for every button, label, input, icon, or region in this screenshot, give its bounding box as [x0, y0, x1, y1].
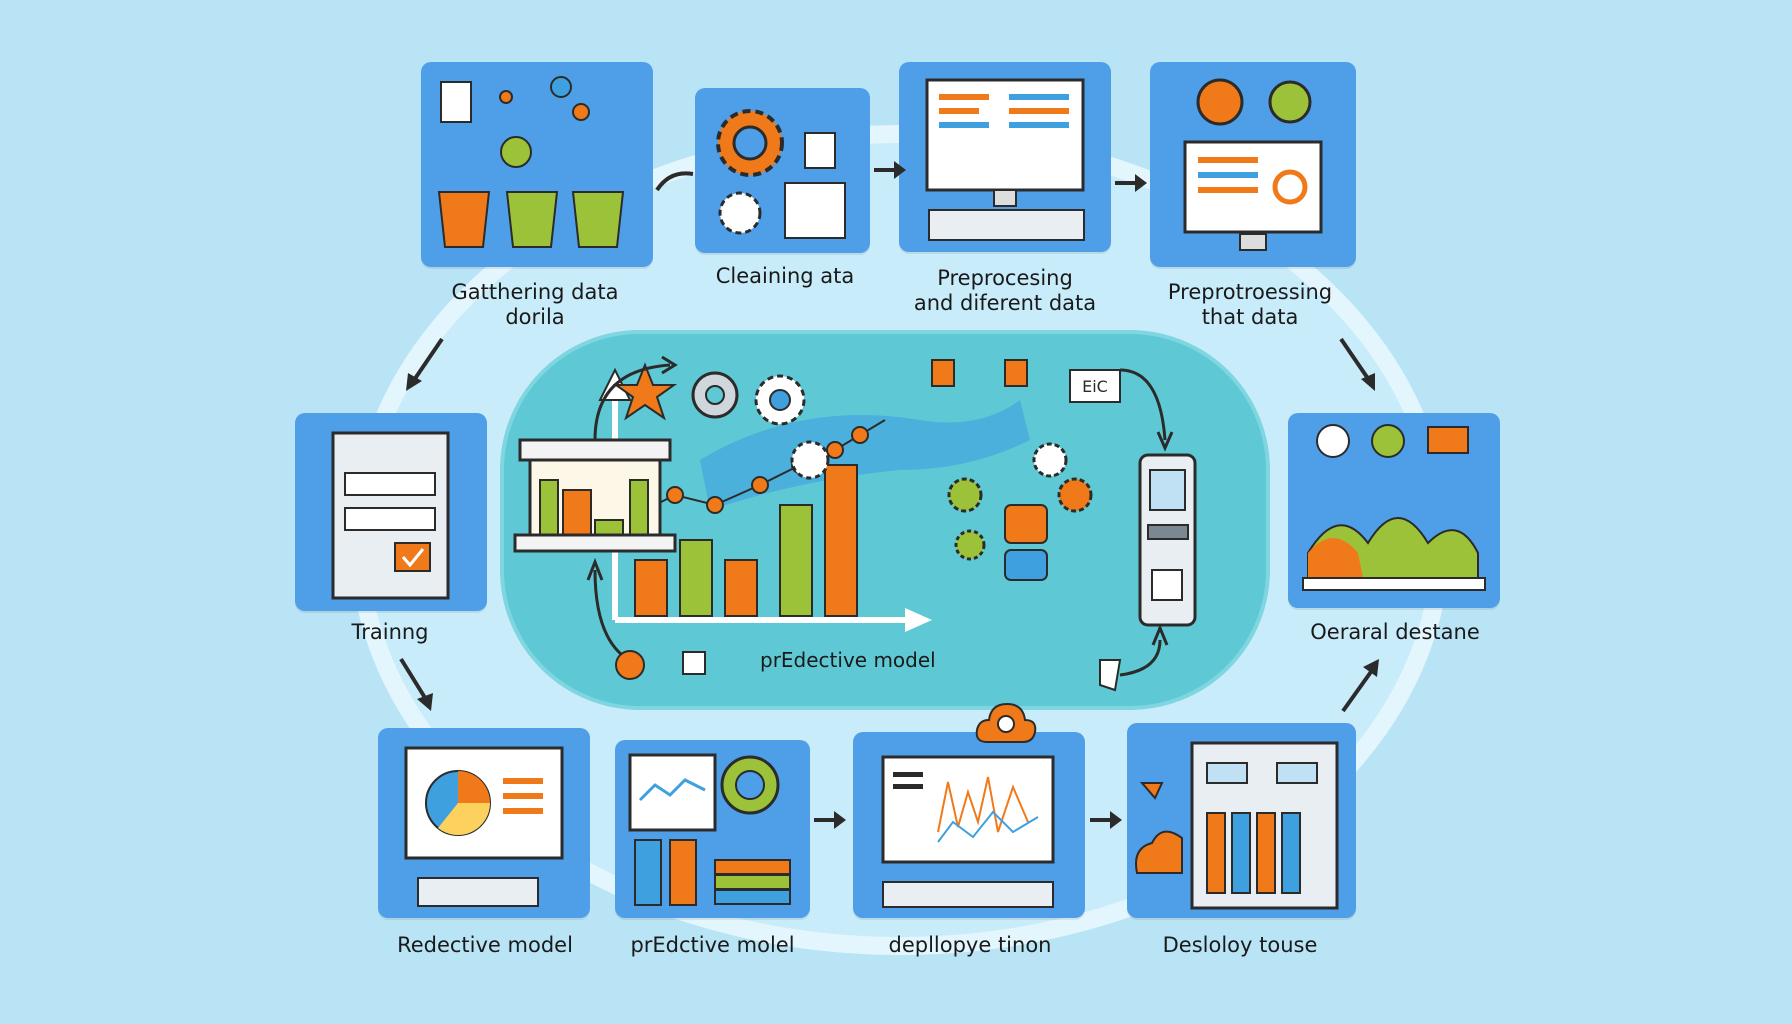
- gear-icon: [790, 440, 830, 480]
- gear-icon: [691, 371, 739, 419]
- cloud-idea-icon: [975, 702, 1037, 743]
- panel-cleaning: [695, 88, 870, 253]
- gear-icon: [947, 477, 983, 513]
- label-deploy-touse: Desloloy touse: [1162, 933, 1318, 957]
- arrow-deploy-touse-to-overal: [1341, 659, 1379, 713]
- panel-training: [295, 413, 487, 611]
- bar-1: [634, 559, 668, 617]
- tag-icon: [931, 359, 955, 387]
- arrow-deployment-to-deploy-touse: [1090, 811, 1122, 829]
- center-badge-text: EiC: [1082, 377, 1108, 396]
- arrow-cleaning-to-preprocessing: [874, 161, 906, 179]
- gear-icon: [954, 529, 986, 561]
- database-icon: [1004, 549, 1048, 581]
- label-overal: Oeraral destane: [1310, 620, 1480, 644]
- label-preprotroessing: Preprotroessing that data: [1167, 280, 1333, 329]
- star-icon: [612, 362, 678, 421]
- bar-4: [779, 504, 813, 617]
- arrow-training-to-redective: [399, 657, 433, 711]
- bar-5: [824, 464, 858, 617]
- predictive-model-illustration: EiC: [513, 355, 1197, 692]
- label-deployment: depllopye tinon: [888, 933, 1052, 957]
- panel-predective-molel: [615, 740, 810, 918]
- arrow-predective-to-deployment: [814, 811, 846, 829]
- label-training: Trainng: [351, 620, 429, 644]
- label-gathering: Gatthering data dorila: [451, 280, 619, 329]
- tag-icon: [1004, 359, 1028, 387]
- chart-frame-icon: [513, 438, 677, 553]
- arrow-gathering-to-cleaning: [655, 171, 694, 192]
- gear-icon: [1057, 477, 1093, 513]
- panel-preprocessing-different: [899, 62, 1111, 252]
- device-icon: [1138, 453, 1197, 627]
- label-preprocessing-different: Preprocesing and diferent data: [913, 266, 1097, 315]
- panel-preprotroessing: [1150, 62, 1356, 267]
- gear-icon: [1032, 442, 1068, 478]
- bar-3: [724, 559, 758, 617]
- arrow-gathering-to-training: [406, 337, 444, 391]
- label-redective: Redective model: [397, 933, 573, 957]
- bar-2: [679, 539, 713, 617]
- panel-gathering: [421, 62, 653, 267]
- panel-overal: [1288, 413, 1500, 608]
- label-predective-molel: prEdctive molel: [630, 933, 795, 957]
- gear-icon: [754, 374, 806, 426]
- panel-deploy-touse: [1127, 723, 1356, 918]
- center-label: prEdective model: [760, 648, 936, 672]
- database-icon: [1004, 504, 1048, 544]
- panel-deployment: [853, 732, 1085, 918]
- label-cleaning: Cleaining ata: [715, 264, 855, 288]
- arrow-preprocessing-to-preprotroessing: [1115, 174, 1147, 192]
- panel-redective: [378, 728, 590, 918]
- arrow-preprotroessing-to-overal: [1339, 337, 1375, 391]
